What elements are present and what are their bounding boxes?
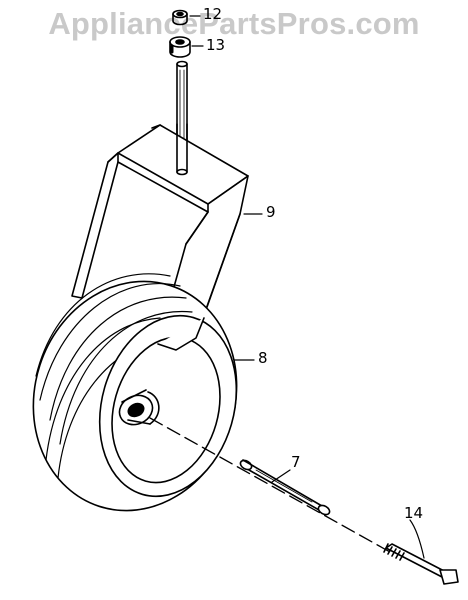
part-13-bushing bbox=[169, 36, 191, 58]
part-12-cap bbox=[172, 9, 188, 26]
callout-14: 14 bbox=[404, 504, 424, 522]
leader-14 bbox=[409, 519, 425, 559]
part-7-axle-tube bbox=[239, 459, 331, 516]
callout-12: 12 bbox=[203, 5, 223, 23]
axle-centerline bbox=[149, 417, 391, 553]
watermark: AppliancePartsPros.com bbox=[48, 6, 420, 41]
callout-8: 8 bbox=[258, 349, 268, 367]
leader-lines bbox=[189, 15, 425, 559]
callout-9: 9 bbox=[266, 203, 276, 221]
callout-13: 13 bbox=[206, 36, 226, 54]
part-14-bolt bbox=[383, 543, 459, 585]
callout-7: 7 bbox=[291, 453, 301, 471]
part-8-tire bbox=[32, 273, 238, 512]
leader-7 bbox=[271, 469, 291, 483]
